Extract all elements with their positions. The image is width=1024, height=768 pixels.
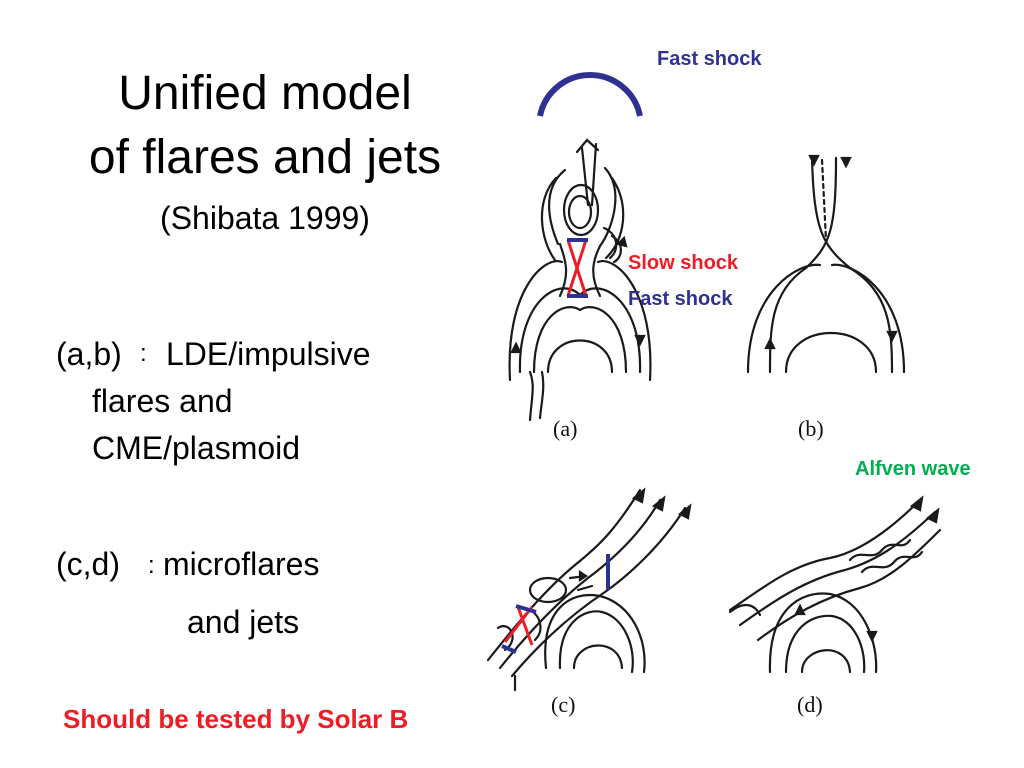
panel-d-sketch [728, 495, 942, 674]
bullet-cd-separator: : [148, 552, 155, 579]
panel-c-sketch [486, 487, 692, 692]
fast-shock-label-top: Fast shock [657, 48, 762, 70]
bullet-cd-prefix: (c,d) [56, 546, 120, 582]
panel-label-d: (d) [797, 692, 823, 717]
panel-label-a: (a) [553, 416, 577, 441]
fast-shock-arc [537, 72, 643, 117]
panel-b-sketch [746, 154, 906, 374]
fast-shock-marker-c [501, 554, 610, 654]
slow-shock-label: Slow shock [628, 252, 739, 274]
slide-title-line-2: of flares and jets [88, 131, 442, 184]
bullet-ab-line-2: flares and [92, 383, 233, 419]
bullet-cd-line-1: microflares [163, 546, 320, 582]
bullet-cd-line-2: and jets [187, 604, 300, 640]
panel-label-c: (c) [551, 692, 575, 717]
slow-shock-marker-c [503, 606, 534, 646]
bullet-ab-prefix: (a,b) [56, 336, 122, 372]
fast-shock-label-mid: Fast shock [628, 288, 733, 310]
fast-shock-marker-a [567, 238, 588, 298]
bullet-ab-separator: : [140, 340, 147, 367]
slide-title-line-1: Unified model [118, 67, 412, 120]
panel-label-b: (b) [798, 416, 824, 441]
alfven-wave-label: Alfven wave [855, 458, 971, 480]
bullet-ab-line-1: LDE/impulsive [166, 336, 371, 372]
slide-subtitle: (Shibata 1999) [160, 200, 370, 236]
slow-shock-marker [566, 239, 588, 297]
bullet-ab-line-3: CME/plasmoid [92, 430, 301, 466]
conclusion-text: Should be tested by Solar B [63, 704, 409, 734]
